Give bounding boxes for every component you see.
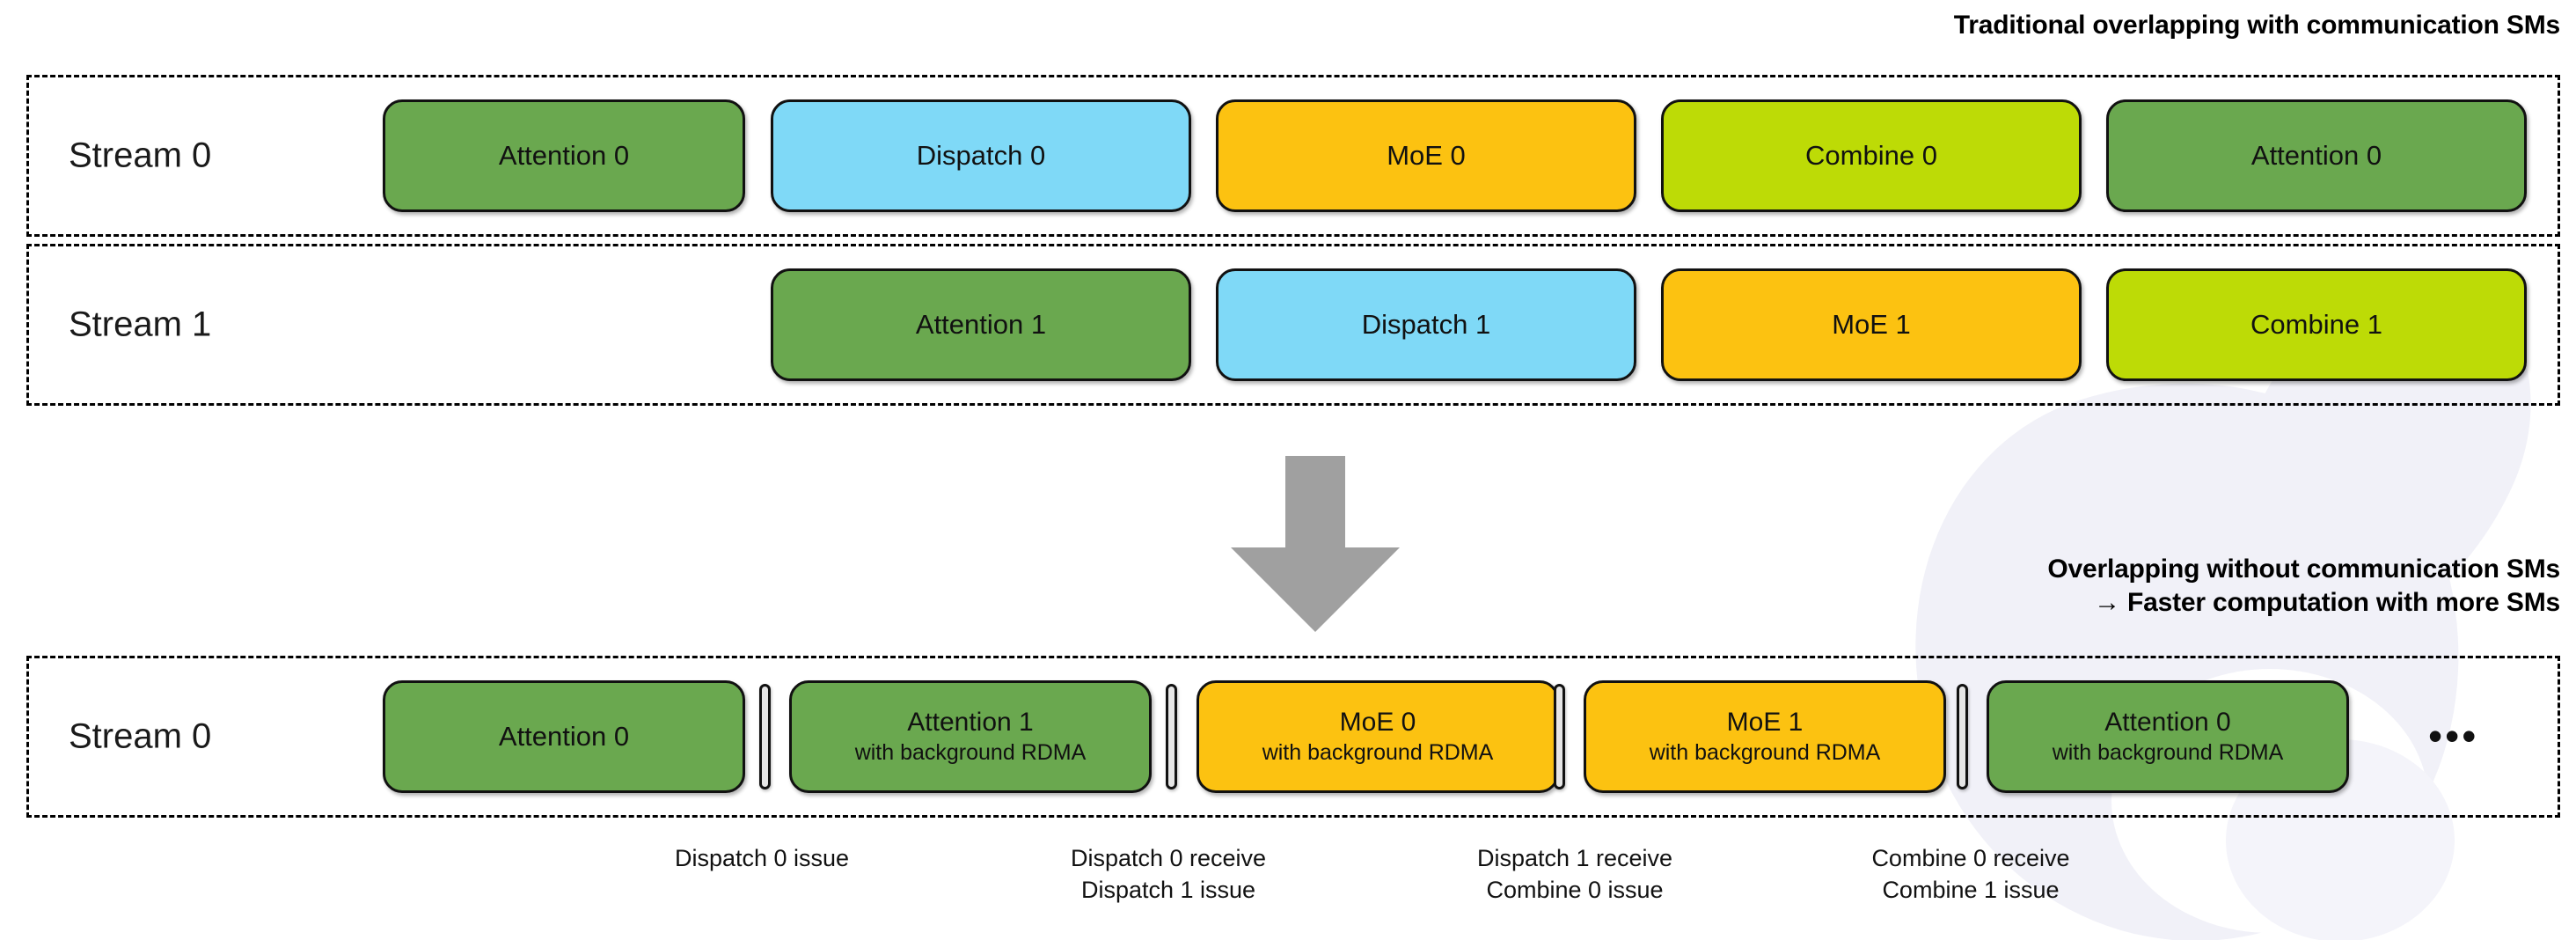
op-block-attention: Attention 1 <box>771 268 1191 381</box>
op-block-subtitle: with background RDMA <box>1262 740 1494 766</box>
sync-separator-bar <box>759 684 771 789</box>
sync-separator-bar <box>1554 684 1565 789</box>
sync-separator-bar <box>1957 684 1968 789</box>
op-block-combine: Combine 1 <box>2106 268 2527 381</box>
timeline-annotation: Dispatch 0 issue <box>674 845 850 871</box>
op-block-moe: MoE 0 <box>1216 99 1636 212</box>
op-block-dispatch: Dispatch 1 <box>1216 268 1636 381</box>
op-block-title: Attention 0 <box>2104 708 2231 738</box>
top-section-caption: Traditional overlapping with communicati… <box>1953 11 2560 40</box>
op-block-title: Attention 0 <box>498 139 630 171</box>
op-block-attention: Attention 0 <box>383 680 745 793</box>
op-block-title: MoE 1 <box>1726 708 1804 738</box>
op-block-title: Combine 0 <box>1805 139 1937 171</box>
op-block-title: MoE 1 <box>1832 308 1911 340</box>
op-block-subtitle: with background RDMA <box>854 740 1087 766</box>
stream-lane-top-stream1: Stream 1 <box>26 244 2560 406</box>
lane-label-stream0-bottom: Stream 0 <box>69 716 212 756</box>
op-block-attention: Attention 0 <box>2106 99 2527 212</box>
lane-label-stream0: Stream 0 <box>69 136 212 175</box>
op-block-title: Attention 1 <box>907 708 1034 738</box>
stream-lane-top-stream0: Stream 0 <box>26 75 2560 237</box>
continuation-ellipsis: ••• <box>2428 713 2479 759</box>
op-block-title: Attention 1 <box>915 308 1047 340</box>
stream-lane-bottom-stream0: Stream 0 <box>26 656 2560 818</box>
timeline-annotation: Dispatch 1 receive Combine 0 issue <box>1476 845 1673 903</box>
sync-separator-bar <box>1166 684 1177 789</box>
op-block-title: Dispatch 1 <box>1361 308 1491 340</box>
op-block-title: Dispatch 0 <box>916 139 1046 171</box>
bottom-section-caption: Overlapping without communication SMs → … <box>2047 554 2560 618</box>
transition-down-arrow-icon <box>1231 456 1400 632</box>
op-block-moe: MoE 1 <box>1661 268 2082 381</box>
op-block-attention: Attention 0 <box>383 99 745 212</box>
op-block-title: Combine 1 <box>2250 308 2382 340</box>
timeline-annotation: Dispatch 0 receive Dispatch 1 issue <box>1070 845 1267 903</box>
op-block-title: Attention 0 <box>2250 139 2382 171</box>
lane-label-stream1: Stream 1 <box>69 305 212 344</box>
op-block-combine: Combine 0 <box>1661 99 2082 212</box>
op-block-title: MoE 0 <box>1387 139 1466 171</box>
timeline-annotation: Combine 0 receive Combine 1 issue <box>1871 845 2070 903</box>
op-block-subtitle: with background RDMA <box>2052 740 2284 766</box>
op-block-title: Attention 0 <box>498 720 630 752</box>
op-block-subtitle: with background RDMA <box>1649 740 1881 766</box>
op-block-title: MoE 0 <box>1339 708 1416 738</box>
op-block-dispatch: Dispatch 0 <box>771 99 1191 212</box>
